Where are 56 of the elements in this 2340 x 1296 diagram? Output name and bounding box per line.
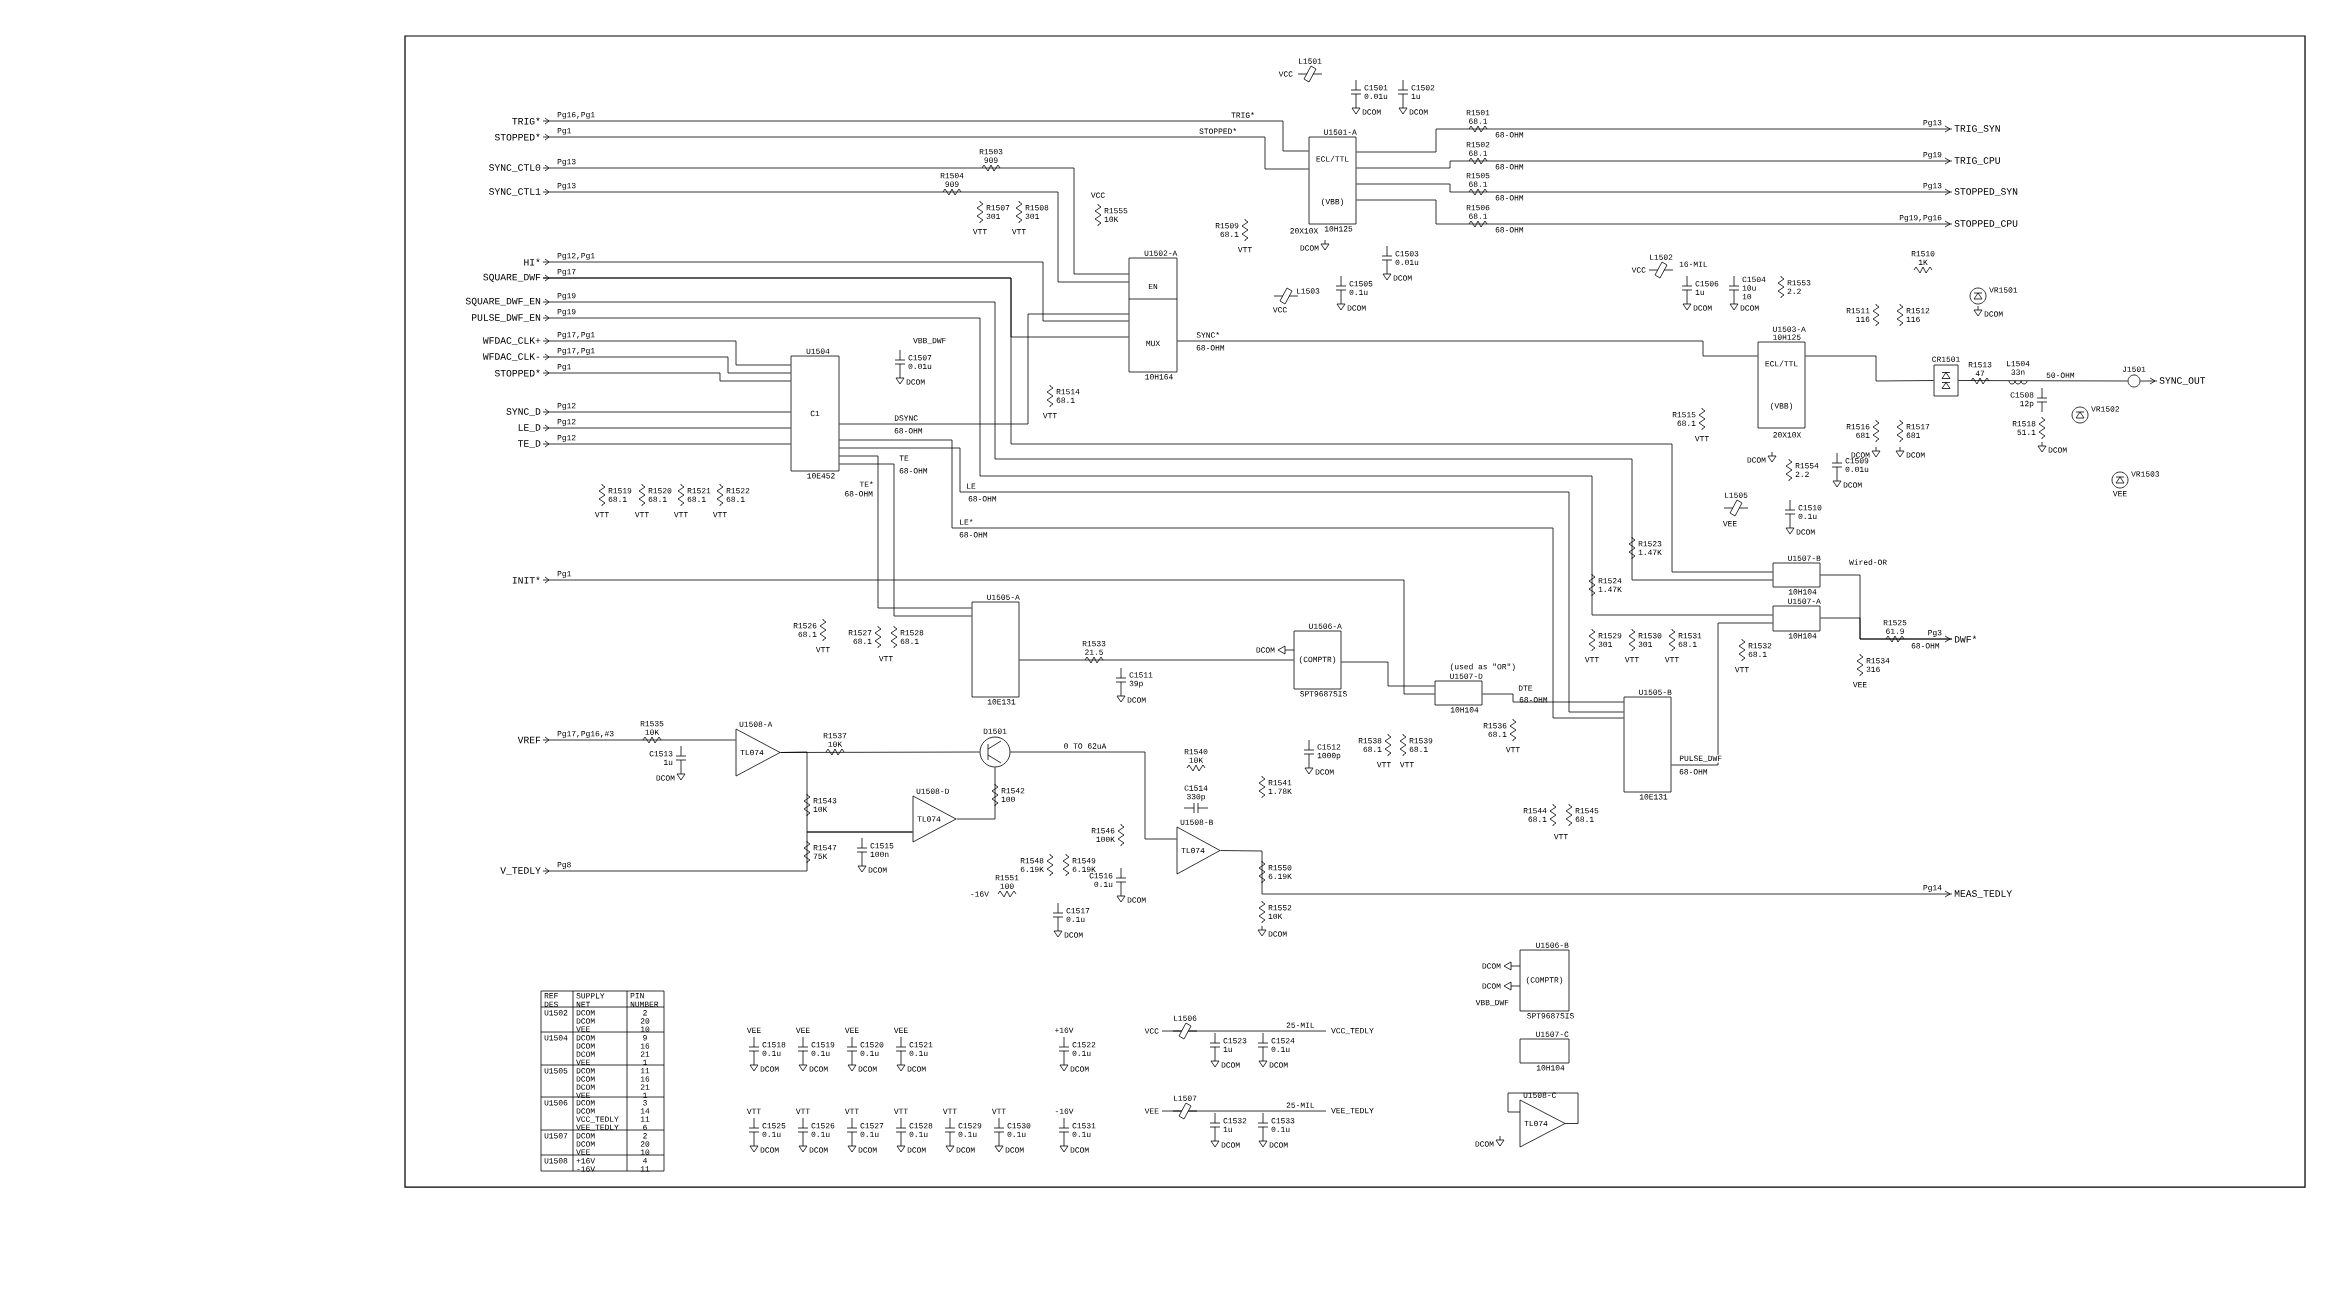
input-port: SYNC_CTL1 — [489, 188, 550, 196]
wire — [1958, 380, 2129, 382]
wire — [1356, 160, 1953, 169]
input-port: WFDAC_CLK+ — [482, 337, 550, 345]
input-port: HI* — [524, 258, 550, 266]
output-port: DWF* — [1944, 635, 1977, 643]
wire — [542, 579, 1435, 695]
input-port: TE_D — [518, 440, 550, 448]
wire — [1805, 355, 1934, 382]
wire — [542, 136, 1310, 170]
input-port: TRIG* — [512, 117, 550, 125]
input-port: STOPPED* — [494, 369, 550, 377]
input-port: VREF — [517, 736, 550, 744]
wire — [1019, 659, 1294, 661]
wire — [542, 191, 1129, 283]
output-port: MEAS_TEDLY — [1944, 890, 2012, 898]
input-port: SQUARE_DWF_EN — [465, 297, 550, 307]
wire — [542, 356, 791, 374]
wire — [1820, 617, 1953, 640]
wire — [542, 317, 1774, 616]
wire — [1177, 340, 1759, 357]
input-port: SYNC_CTL0 — [489, 164, 550, 172]
wire — [542, 443, 791, 445]
output-port: TRIG_SYN — [1944, 125, 2000, 133]
wire — [542, 427, 791, 429]
wire — [542, 372, 791, 382]
output-port: TRIG_CPU — [1944, 157, 2000, 165]
input-port: LE_D — [518, 424, 550, 432]
wire — [1356, 128, 1953, 153]
wire — [542, 411, 791, 413]
output-port: STOPPED_CPU — [1944, 220, 2018, 228]
wire — [1356, 199, 1953, 225]
input-port: STOPPED* — [494, 133, 550, 141]
wire — [542, 261, 1129, 322]
wire — [1341, 661, 1435, 687]
output-port: STOPPED_SYN — [1944, 188, 2018, 196]
wire — [542, 120, 1310, 152]
wire — [542, 167, 1129, 275]
wire — [542, 739, 736, 741]
wire — [1671, 622, 1774, 766]
wire — [956, 767, 996, 820]
wire — [2140, 380, 2158, 382]
input-port: PULSE_DWF_EN — [472, 314, 550, 322]
input-port: V_TEDLY — [500, 867, 550, 875]
input-port: SQUARE_DWF — [483, 273, 550, 283]
input-port: SYNC_D — [506, 408, 550, 416]
wire — [542, 831, 913, 872]
wire — [542, 340, 791, 366]
input-port: WFDAC_CLK- — [482, 353, 550, 361]
input-port: INIT* — [512, 576, 550, 584]
wire — [1220, 850, 1953, 895]
wire — [1482, 693, 1625, 703]
wire — [1010, 751, 1177, 840]
wire — [1356, 183, 1953, 193]
wire — [839, 313, 1129, 425]
output-port: SYNC_OUT — [2149, 377, 2206, 385]
